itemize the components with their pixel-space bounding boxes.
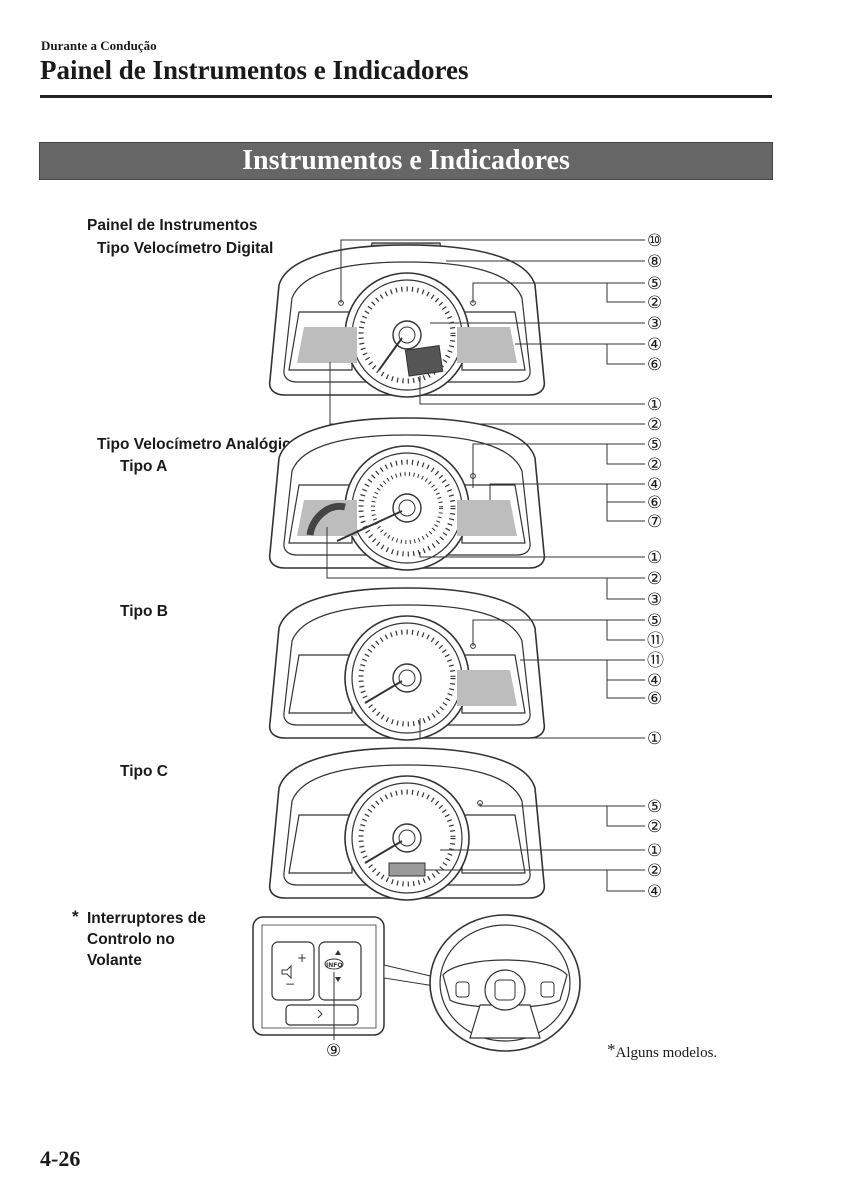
cluster-digital — [270, 240, 645, 424]
switch-minus: − — [285, 977, 295, 991]
callout-a-1: ⑤ — [647, 435, 662, 455]
callout-digital-9: ② — [647, 415, 662, 435]
cluster-type-a — [270, 418, 645, 599]
callout-b-3: ⑪ — [647, 651, 664, 671]
callout-b-2: ⑪ — [647, 631, 664, 651]
callout-switch: ⑨ — [326, 1041, 341, 1061]
callout-digital-2: ⑧ — [647, 252, 662, 272]
callout-b-5: ⑥ — [647, 689, 662, 709]
callout-digital-3: ⑤ — [647, 274, 662, 294]
callout-digital-6: ④ — [647, 335, 662, 355]
callout-digital-4: ② — [647, 293, 662, 313]
callout-c-4: ② — [647, 861, 662, 881]
callout-a-6: ① — [647, 548, 662, 568]
callout-c-5: ④ — [647, 882, 662, 902]
callout-a-5: ⑦ — [647, 512, 662, 532]
callout-digital-7: ⑥ — [647, 355, 662, 375]
callout-a-7: ② — [647, 569, 662, 589]
switch-plus: + — [297, 951, 307, 965]
callout-b-4: ④ — [647, 671, 662, 691]
callout-digital-5: ③ — [647, 314, 662, 334]
callout-c-3: ① — [647, 841, 662, 861]
callout-a-4: ⑥ — [647, 493, 662, 513]
callout-c-2: ② — [647, 817, 662, 837]
cluster-type-c — [270, 748, 645, 900]
callout-digital-8: ① — [647, 395, 662, 415]
callout-b-6: ① — [647, 729, 662, 749]
callout-a-8: ③ — [647, 590, 662, 610]
callout-c-1: ⑤ — [647, 797, 662, 817]
callout-a-2: ② — [647, 455, 662, 475]
info-button-label: INFO — [326, 962, 342, 969]
cluster-type-b — [270, 588, 645, 740]
callout-digital-1: ⑩ — [647, 231, 662, 251]
steering-switch-illustration: + − INFO — [253, 915, 580, 1051]
callout-a-3: ④ — [647, 475, 662, 495]
callout-b-1: ⑤ — [647, 611, 662, 631]
